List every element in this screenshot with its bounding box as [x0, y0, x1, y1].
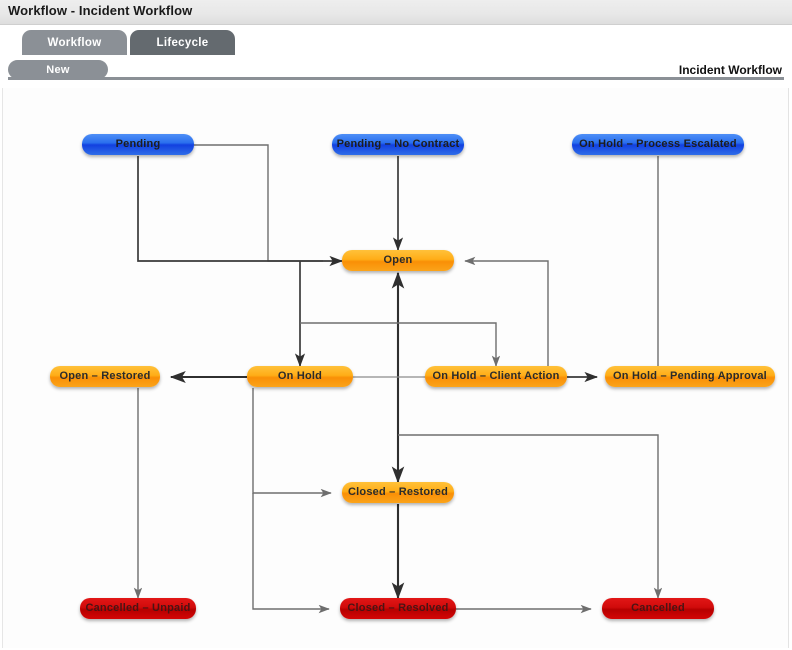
- state-node-cancelled[interactable]: Cancelled: [602, 598, 714, 619]
- window-titlebar: Workflow - Incident Workflow: [0, 0, 792, 25]
- state-node-pending[interactable]: Pending: [82, 134, 194, 155]
- state-node-label: Closed – Restored: [348, 486, 448, 498]
- state-node-label: Pending: [115, 138, 161, 150]
- new-button-label: New: [46, 64, 70, 76]
- state-node-closed-restored[interactable]: Closed – Restored: [342, 482, 454, 503]
- tab-workflow-label: Workflow: [47, 37, 102, 49]
- state-node-on-hold-client-action[interactable]: On Hold – Client Action: [425, 366, 567, 387]
- state-node-label: Pending – No Contract: [336, 138, 460, 150]
- state-node-label: Cancelled – Unpaid: [85, 602, 191, 614]
- state-node-label: On Hold: [277, 370, 323, 382]
- state-node-on-hold-pending-approval[interactable]: On Hold – Pending Approval: [605, 366, 775, 387]
- edge-client-action-to-open: [464, 256, 549, 367]
- state-node-label: Open: [383, 254, 413, 266]
- state-node-label: On Hold – Client Action: [432, 370, 560, 382]
- tab-lifecycle-label: Lifecycle: [156, 37, 209, 49]
- state-node-pending-no-contract[interactable]: Pending – No Contract: [332, 134, 464, 155]
- state-node-on-hold[interactable]: On Hold: [247, 366, 353, 387]
- state-node-open[interactable]: Open: [342, 250, 454, 271]
- window-title: Workflow - Incident Workflow: [8, 3, 193, 18]
- tab-underline: [8, 77, 784, 80]
- diagram-toolbar: New Incident Workflow: [0, 58, 792, 86]
- tab-lifecycle[interactable]: Lifecycle: [130, 30, 235, 55]
- state-node-cancelled-unpaid[interactable]: Cancelled – Unpaid: [80, 598, 196, 619]
- state-node-label: Closed – Resolved: [347, 602, 449, 614]
- edge-pending-to-open-upper: [194, 144, 323, 262]
- state-node-label: Cancelled: [631, 602, 685, 614]
- new-button[interactable]: New: [8, 60, 108, 79]
- workflow-connectors: [133, 144, 663, 614]
- state-node-label: Open – Restored: [59, 370, 151, 382]
- state-node-label: On Hold – Process Escalated: [579, 138, 737, 150]
- edge-open-to-cancelled: [398, 434, 663, 599]
- edge-onhold-to-closed-restored: [252, 388, 332, 498]
- tab-strip: Workflow Lifecycle: [0, 25, 792, 80]
- state-node-label: On Hold – Pending Approval: [613, 370, 767, 382]
- workflow-canvas[interactable]: Pending Pending – No Contract On Hold – …: [2, 88, 789, 648]
- diagram-caption: Incident Workflow: [678, 63, 782, 77]
- edge-pending-to-open: [137, 156, 344, 267]
- edge-open-to-client-action: [300, 322, 501, 367]
- edge-onhold-to-closed-resolved: [252, 493, 330, 614]
- state-node-on-hold-process-escalated[interactable]: On Hold – Process Escalated: [572, 134, 744, 155]
- state-node-closed-resolved[interactable]: Closed – Resolved: [340, 598, 456, 619]
- state-node-open-restored[interactable]: Open – Restored: [50, 366, 160, 387]
- tab-workflow[interactable]: Workflow: [22, 30, 127, 55]
